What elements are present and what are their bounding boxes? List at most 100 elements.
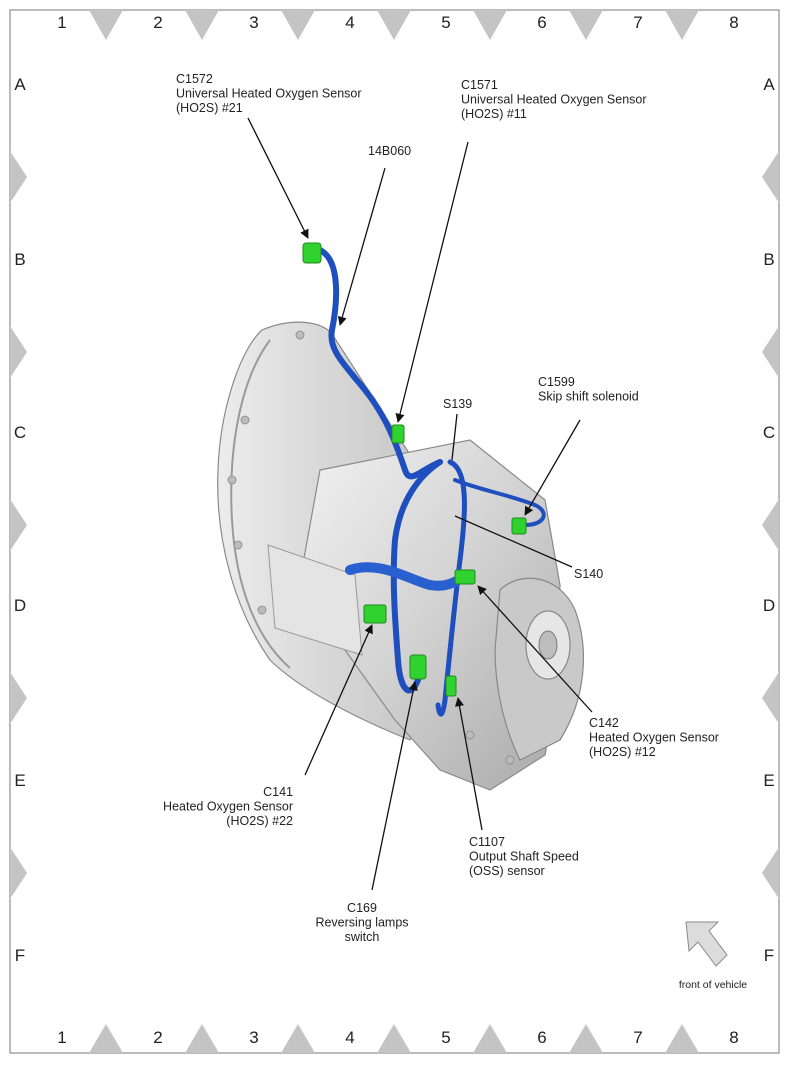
callout-line: (OSS) sensor xyxy=(469,864,545,878)
connector-c1599 xyxy=(511,517,527,535)
bolt xyxy=(295,330,305,340)
connector-c1571 xyxy=(391,424,405,444)
callout-line: Universal Heated Oxygen Sensor xyxy=(176,87,362,101)
harness-branch-c1599 xyxy=(453,478,546,527)
bolt xyxy=(465,730,475,740)
grid-column-label-top: 8 xyxy=(729,13,738,32)
callout-line: S140 xyxy=(574,567,603,581)
grid-marker-top xyxy=(473,10,507,40)
grid-row-label-right: B xyxy=(763,250,774,269)
bolt xyxy=(227,475,237,485)
bolt xyxy=(257,605,267,615)
harness-trunk xyxy=(390,459,443,694)
grid-row-label-right: F xyxy=(764,946,774,965)
leader-lines xyxy=(247,117,593,891)
grid-marker-top xyxy=(281,10,315,40)
grid-row-label-right: D xyxy=(763,596,775,615)
callout-line: (HO2S) #21 xyxy=(176,101,243,115)
leader-c141 xyxy=(304,624,373,776)
leader-c1107 xyxy=(454,697,483,831)
grid-row-label-left: B xyxy=(14,250,25,269)
grid-marker-bottom xyxy=(665,1024,699,1053)
connector-c142 xyxy=(454,569,476,585)
grid-row-label-left: C xyxy=(14,423,26,442)
grid-column-label-top: 6 xyxy=(537,13,546,32)
transmission-illustration xyxy=(217,321,584,791)
grid-marker-bottom xyxy=(185,1024,219,1053)
leader-s140 xyxy=(454,515,573,568)
harness-branch-c1572 xyxy=(317,247,443,480)
grid-column-label-bottom: 3 xyxy=(249,1028,258,1047)
orientation-indicator: front of vehicle xyxy=(679,921,747,991)
grid-marker-bottom xyxy=(473,1024,507,1053)
grid-column-label-top: 7 xyxy=(633,13,642,32)
bolt xyxy=(505,755,515,765)
leader-c1599 xyxy=(524,419,581,516)
grid-marker-left xyxy=(10,672,27,724)
connector-c1572 xyxy=(302,242,322,264)
grid-row-label-left: E xyxy=(14,771,25,790)
leader-c142 xyxy=(477,585,593,713)
grid-row-label-right: C xyxy=(763,423,775,442)
leader-c169 xyxy=(371,681,418,891)
callout-14b060: 14B060 xyxy=(368,144,411,158)
connectors xyxy=(302,242,527,697)
callout-line: C141 xyxy=(263,785,293,799)
callout-line: switch xyxy=(345,930,380,944)
callout-s140: S140 xyxy=(574,567,603,581)
callout-line: Output Shaft Speed xyxy=(469,850,579,864)
grid-marker-right xyxy=(762,151,779,203)
callout-line: C1571 xyxy=(461,78,498,92)
leader-14b060 xyxy=(337,167,386,326)
grid-column-label-bottom: 4 xyxy=(345,1028,354,1047)
grid-marker-left xyxy=(10,847,27,899)
callout-line: Universal Heated Oxygen Sensor xyxy=(461,93,647,107)
grid-marker-right xyxy=(762,326,779,378)
grid-column-label-top: 1 xyxy=(57,13,66,32)
grid-marker-bottom xyxy=(281,1024,315,1053)
grid-row-label-right: A xyxy=(763,75,775,94)
callout-line: C1572 xyxy=(176,72,213,86)
grid-column-label-top: 4 xyxy=(345,13,354,32)
leader-s139 xyxy=(451,413,458,461)
callout-line: (HO2S) #12 xyxy=(589,745,656,759)
grid-marker-left xyxy=(10,326,27,378)
wiring-harness xyxy=(317,247,546,717)
callout-line: Skip shift solenoid xyxy=(538,390,639,404)
grid-marker-bottom xyxy=(569,1024,603,1053)
harness-cross-section xyxy=(345,562,467,591)
grid-marker-top xyxy=(377,10,411,40)
grid-marker-right xyxy=(762,847,779,899)
grid-marker-top xyxy=(569,10,603,40)
harness-loop xyxy=(435,459,467,717)
grid-column-label-bottom: 5 xyxy=(441,1028,450,1047)
callout-line: (HO2S) #11 xyxy=(461,107,527,121)
grid-column-label-bottom: 2 xyxy=(153,1028,162,1047)
grid-column-label-bottom: 8 xyxy=(729,1028,738,1047)
grid-column-label-bottom: 1 xyxy=(57,1028,66,1047)
grid-column-label-top: 3 xyxy=(249,13,258,32)
arrow-up-left-icon xyxy=(685,921,728,967)
leader-c1571 xyxy=(395,141,469,423)
callout-line: C1599 xyxy=(538,375,575,389)
grid-marker-right xyxy=(762,672,779,724)
grid-column-label-top: 2 xyxy=(153,13,162,32)
grid-marker-top xyxy=(89,10,123,40)
output-flange-hub xyxy=(538,630,558,660)
bell-housing-rim xyxy=(230,339,291,669)
callout-line: (HO2S) #22 xyxy=(226,814,293,828)
bolt xyxy=(233,540,243,550)
grid-marker-right xyxy=(762,499,779,551)
grid-marker-left xyxy=(10,151,27,203)
leader-c1572 xyxy=(247,117,309,239)
callout-line: C1107 xyxy=(469,835,505,849)
grid-column-label-bottom: 6 xyxy=(537,1028,546,1047)
